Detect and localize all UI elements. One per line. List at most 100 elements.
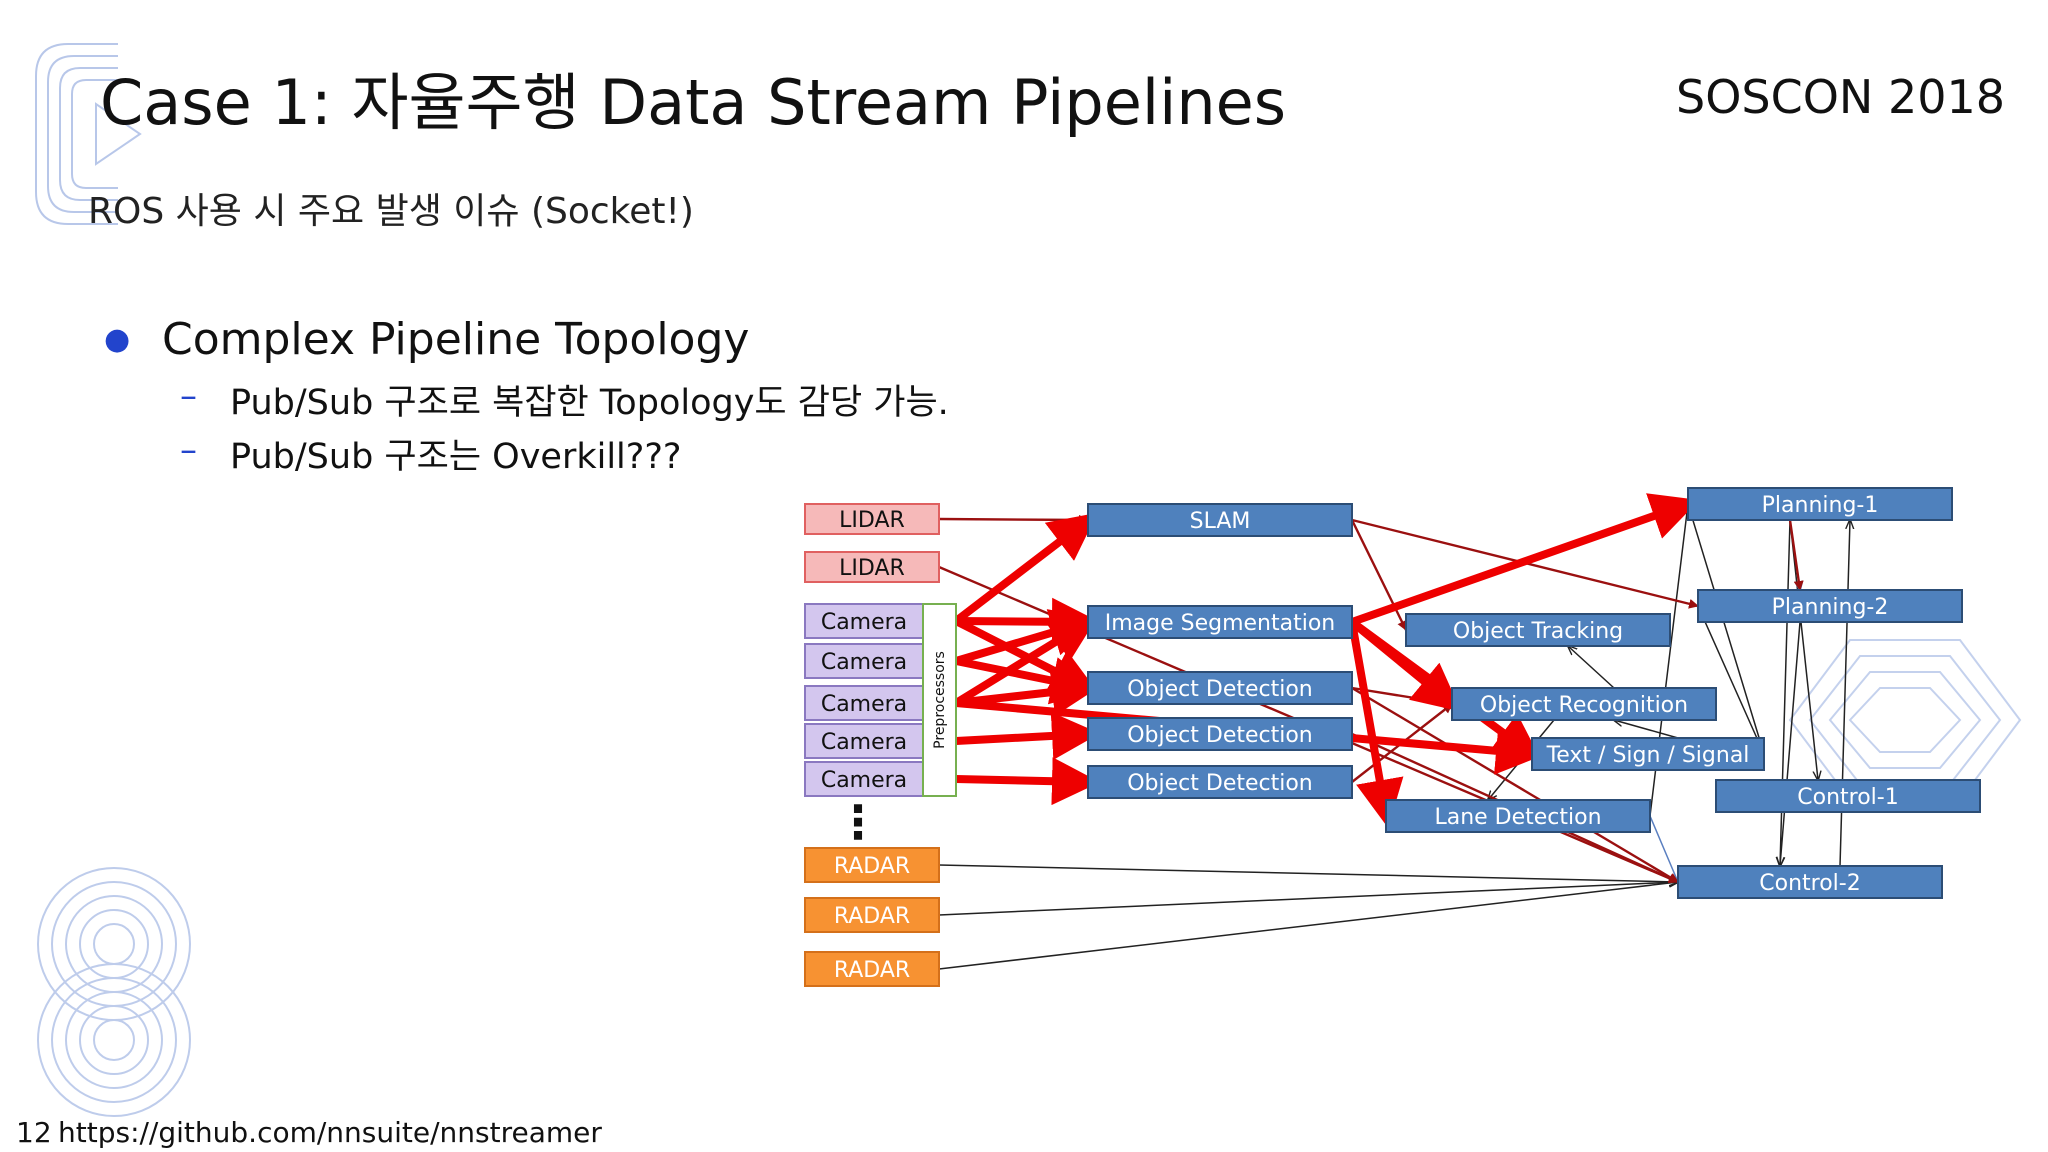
node-recog: Object Recognition [1451,687,1717,721]
node-plan1: Planning-1 [1687,487,1953,521]
node-ctrl1: Control-1 [1715,779,1981,813]
edge-pre_cam3-to-od1 [952,668,1100,716]
node-radar1: RADAR [804,847,940,883]
dash-icon: – [180,430,197,470]
node-label: Object Detection [1127,771,1313,796]
edge-imgseg-to-lane [1348,618,1404,828]
node-label: Control-2 [1759,871,1860,896]
edge-imgseg-to-plan1 [1348,493,1700,626]
node-plan2: Planning-2 [1697,589,1963,623]
node-label: Planning-1 [1762,493,1879,518]
node-box [1677,865,1943,899]
edge-radar3-to-ctrl2 [938,882,1678,970]
edge-layer [937,493,1850,970]
node-label: Camera [821,650,907,675]
node-box [1087,605,1353,639]
node-ctrl2: Control-2 [1677,865,1943,899]
slide-subtitle: ROS 사용 시 주요 발생 이슈 (Socket!) [88,191,694,232]
node-label: Object Tracking [1453,619,1623,644]
bullet-item: Complex Pipeline Topology [162,314,750,365]
node-cam2: Camera [804,643,924,679]
node-box [1451,687,1717,721]
node-imgseg: Image Segmentation [1087,605,1353,639]
node-cam1: Camera [804,603,924,639]
node-box [1531,737,1765,771]
node-label: LIDAR [839,556,905,581]
node-label: Camera [821,692,907,717]
node-slam: SLAM [1087,503,1353,537]
node-label: Planning-2 [1772,595,1889,620]
ellipsis-icon: ⋮ [835,795,881,849]
node-box [1687,487,1953,521]
node-label: Lane Detection [1434,805,1601,830]
edge-textsign-to-recog [1614,720,1679,739]
node-cam5: Camera [804,761,924,797]
edge-plan1-to-plan2 [1788,518,1804,592]
node-box [1385,799,1651,833]
node-track: Object Tracking [1405,613,1671,647]
node-label: Image Segmentation [1105,611,1336,636]
preprocessor-label: Preprocessors [932,651,948,749]
node-box [804,551,940,583]
edge-od1-to-ctrl2 [1350,686,1680,884]
node-label: Camera [821,730,907,755]
edge-radar2-to-ctrl2 [938,882,1678,916]
footer-link[interactable]: https://github.com/nnsuite/nnstreamer [58,1116,602,1149]
event-label: SOSCON 2018 [1676,70,2006,124]
node-textsign: Text / Sign / Signal [1531,737,1765,771]
node-lane: Lane Detection [1385,799,1651,833]
node-od2: Object Detection [1087,717,1353,751]
node-box [804,847,940,883]
node-box [1715,779,1981,813]
node-box [804,503,940,535]
node-box [804,951,940,987]
edge-lidar1-to-slam [937,514,1090,525]
slide-title: Case 1: 자율주행 Data Stream Pipelines [100,66,1287,139]
edge-imgseg-to-textsign [1348,618,1542,762]
node-box [1087,671,1353,705]
node-label: Object Detection [1127,723,1313,748]
node-lidar1: LIDAR [804,503,940,535]
preprocessor-box: Preprocessors [922,603,957,797]
node-cam4: Camera [804,723,924,759]
node-box [1405,613,1671,647]
node-cam3: Camera [804,685,924,721]
dash-icon: – [180,376,197,416]
node-label: Camera [821,768,907,793]
node-label: Text / Sign / Signal [1546,743,1750,768]
node-box [1087,503,1353,537]
edge-lane-to-ctrl2 [1649,815,1678,882]
node-label: SLAM [1190,509,1251,534]
node-od3: Object Detection [1087,765,1353,799]
node-label: Camera [821,610,907,635]
node-box [804,761,924,797]
node-label: RADAR [834,904,910,929]
node-label: RADAR [834,958,910,983]
edge-plan2-to-ctrl2 [1780,621,1801,866]
node-label: RADAR [834,854,910,879]
page-number: 12 [16,1116,52,1149]
node-radar2: RADAR [804,897,940,933]
edge-plan1-to-ctrl1 [1789,519,1818,780]
edge-pre_cam4-to-od2 [952,711,1100,760]
sub-bullet-item: Pub/Sub 구조로 복잡한 Topology도 감당 가능. [230,383,949,423]
preprocessor-box-rect [922,603,957,797]
node-box [1087,717,1353,751]
node-lidar2: LIDAR [804,551,940,583]
node-label: Object Recognition [1480,693,1688,718]
sub-bullet-item: Pub/Sub 구조는 Overkill??? [230,437,682,477]
node-radar3: RADAR [804,951,940,987]
node-label: LIDAR [839,508,905,533]
node-label: Control-1 [1797,785,1898,810]
edge-textsign-to-plan2 [1698,606,1765,755]
edge-pre_cam5-to-od3 [952,757,1100,806]
node-layer: LIDARLIDARCameraCameraCameraCameraCamera… [804,487,1981,987]
edge-recog-to-track [1568,646,1615,689]
node-box [804,603,924,639]
node-box [804,643,924,679]
edge-pre_cam3-to-imgseg [952,615,1099,707]
node-od1: Object Detection [1087,671,1353,705]
node-box [804,685,924,721]
